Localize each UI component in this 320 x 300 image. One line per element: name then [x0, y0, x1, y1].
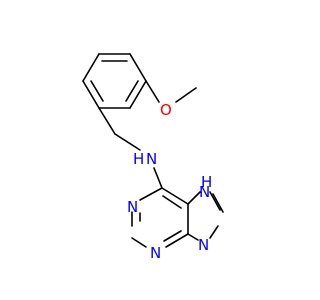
background: [0, 0, 300, 300]
bond: [161, 187, 189, 205]
bond: [82, 53, 100, 82]
bond: [153, 167, 163, 189]
amine-nitrogen-label: N: [146, 150, 157, 168]
double-bond-inner: [162, 195, 182, 209]
n3-nitrogen-label: N: [150, 244, 161, 262]
bond: [114, 133, 141, 151]
n1-nitrogen-label: N: [127, 198, 138, 216]
bond: [98, 107, 116, 135]
bond: [175, 87, 197, 103]
benzyl-linker: [98, 107, 163, 189]
aromatic-inner-bond: [125, 80, 139, 102]
bond: [131, 237, 147, 248]
double-bond-inner: [163, 230, 182, 242]
bond: [209, 225, 219, 239]
bond: [129, 53, 147, 82]
methoxy-group: [145, 80, 197, 103]
bond: [165, 233, 189, 248]
n9-nitrogen-label: N: [198, 236, 209, 254]
bond: [187, 191, 201, 205]
imidazole-ring: [187, 191, 224, 241]
bond: [82, 80, 100, 109]
bond: [209, 191, 221, 211]
n7-hydrogen-label: H: [201, 173, 212, 191]
molecule-structure-diagram: O H N H N N N N: [0, 0, 300, 300]
aromatic-inner-bond: [90, 80, 104, 102]
amine-hydrogen-label: H: [133, 150, 144, 168]
bond: [139, 187, 163, 201]
n7-nitrogen-label: N: [199, 183, 210, 201]
double-bond-inner: [212, 193, 224, 213]
bond: [145, 80, 160, 103]
benzene-ring: [82, 53, 147, 109]
bond: [187, 233, 199, 241]
oxygen-atom-label: O: [160, 101, 172, 119]
bond: [129, 80, 147, 109]
pyrimidine-ring: [131, 187, 189, 248]
